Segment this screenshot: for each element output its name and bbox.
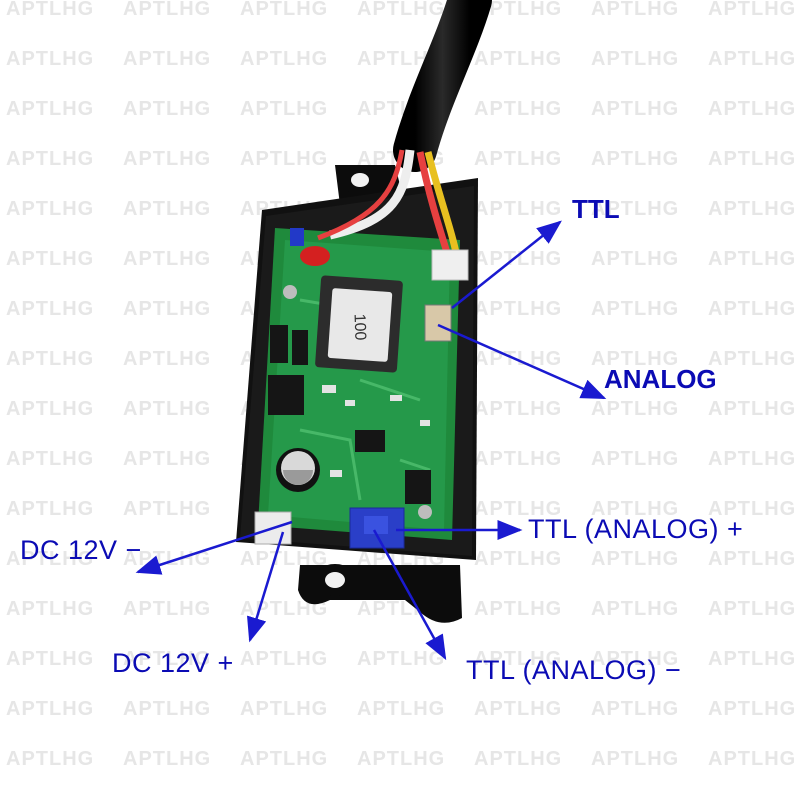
annotation-arrows [135, 220, 607, 661]
analog-port [424, 304, 452, 342]
label-analog: ANALOG [604, 364, 717, 394]
mosfet-chip [268, 375, 304, 415]
label-dc-12v-plus: DC 12V + [112, 648, 234, 678]
arrow-analog [437, 323, 607, 400]
inductor-marking: 100 [351, 313, 369, 340]
ic-chip-2 [405, 470, 431, 504]
label-dc-12v-minus: DC 12V − [20, 535, 142, 565]
diode-1 [270, 325, 288, 363]
diode-2 [292, 330, 308, 365]
red-component [300, 246, 330, 266]
arrow-dc-minus [135, 520, 293, 575]
black-cable [393, 0, 492, 172]
label-ttl: TTL [572, 194, 620, 224]
inductor: 100 [315, 275, 403, 373]
signal-connector [431, 249, 469, 281]
arrow-ttl-analog-minus [372, 529, 447, 661]
ic-chip [355, 430, 385, 452]
arrow-ttl [451, 220, 562, 309]
label-ttl-analog-plus: TTL (ANALOG) + [528, 514, 744, 544]
pcb-board: 100 [258, 228, 460, 540]
label-ttl-analog-minus: TTL (ANALOG) − [466, 655, 682, 685]
arrow-dc-plus [247, 531, 285, 643]
mounting-bracket [298, 165, 462, 623]
electrolytic-capacitor [276, 448, 320, 492]
